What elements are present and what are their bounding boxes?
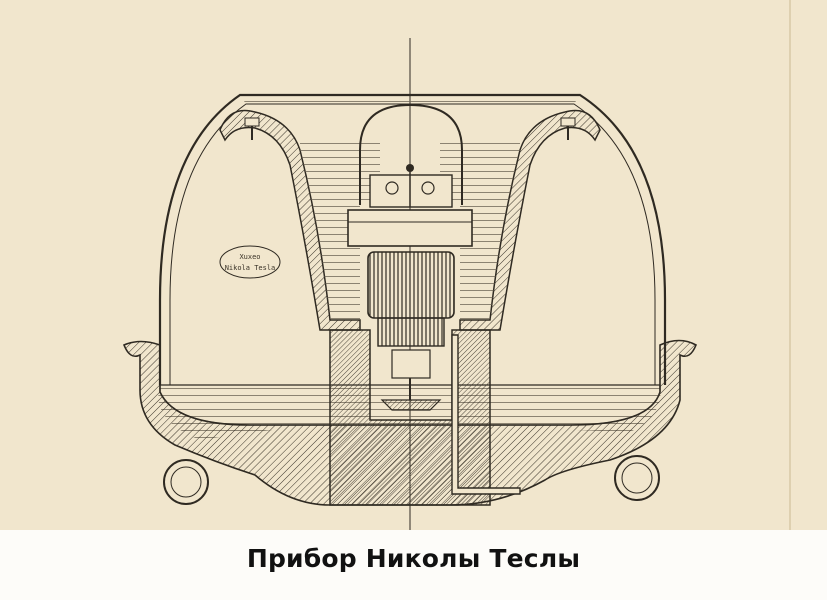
drain-pipe	[451, 334, 521, 495]
top-mechanism	[369, 164, 453, 208]
collar-plate	[347, 209, 473, 247]
right-bolt	[560, 117, 576, 140]
tesla-device-drawing: Xuxeo Nikola Tesla	[122, 0, 791, 530]
stamp-line-1: Xuxeo	[239, 253, 260, 261]
inner-bell	[359, 103, 463, 205]
left-bolt	[244, 117, 260, 140]
impeller	[380, 349, 442, 411]
maker-stamp: Xuxeo Nikola Tesla	[219, 245, 281, 279]
right-wheel	[614, 455, 660, 501]
left-wheel	[163, 459, 209, 505]
center-column	[329, 329, 491, 506]
motor-coil	[367, 251, 455, 347]
image-caption: Прибор Николы Теслы	[246, 544, 581, 573]
stamp-line-2: Nikola Tesla	[225, 264, 276, 272]
